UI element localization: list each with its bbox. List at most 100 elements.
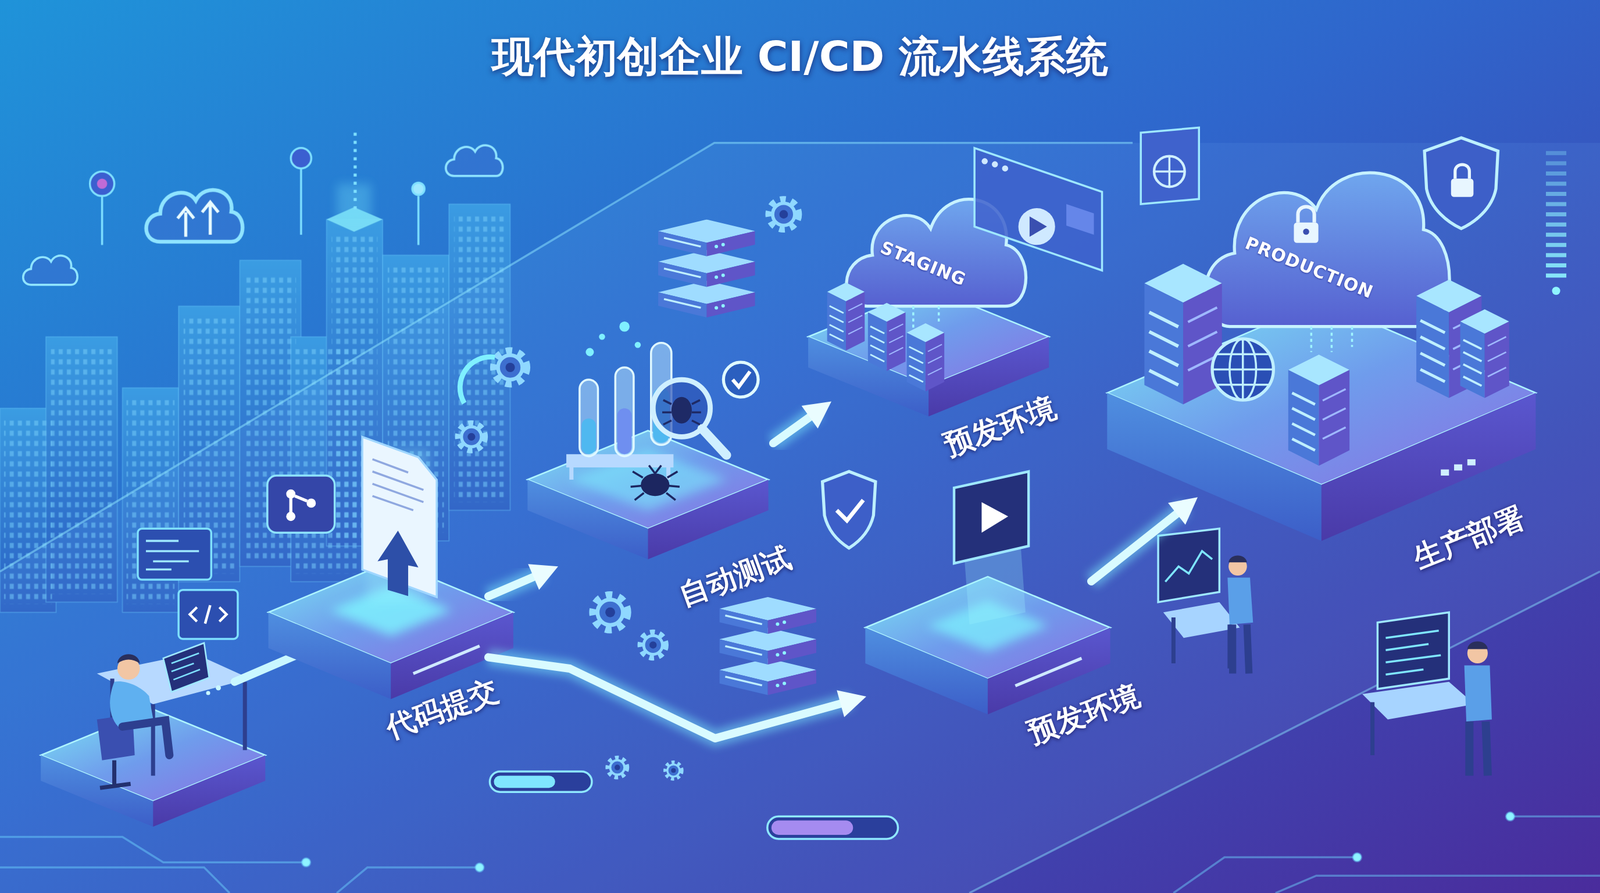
test-platform-art xyxy=(662,400,702,425)
test-platform-art xyxy=(630,465,680,500)
test-platform-art xyxy=(494,351,527,384)
staging-platform: 预发环境STAGING xyxy=(831,174,1076,454)
commit-platform-art xyxy=(377,530,419,596)
operator-desk xyxy=(1372,702,1470,756)
production-art xyxy=(1552,286,1561,295)
test-platform-art xyxy=(598,333,606,341)
production-art xyxy=(1545,151,1567,156)
operator-console xyxy=(1165,551,1213,582)
production-art xyxy=(1451,178,1474,198)
test-platform-art xyxy=(458,423,485,450)
developer-arrow xyxy=(215,685,221,691)
test-platform-art xyxy=(702,428,727,456)
developer-desk xyxy=(171,652,200,680)
circuit-traces xyxy=(0,812,1600,893)
walkway-band xyxy=(0,143,1600,893)
staging-lower-art xyxy=(865,471,1110,715)
staging-lower-art xyxy=(981,502,1009,534)
shield-check xyxy=(822,471,876,549)
production-art xyxy=(1545,263,1567,268)
operator-desk xyxy=(1362,612,1492,776)
diagram-title: 现代初创企业 CI/CD 流水线系统 xyxy=(0,29,1600,85)
flow-arrow xyxy=(773,401,832,444)
test-platform-art xyxy=(619,321,630,332)
commit-platform-art xyxy=(306,498,316,509)
test-platform-art xyxy=(634,341,642,349)
production-art xyxy=(1545,181,1567,186)
production-art xyxy=(1545,191,1567,196)
flow-arrow xyxy=(1091,497,1198,582)
cloud-icons xyxy=(145,190,243,242)
cloud-icons xyxy=(177,202,219,238)
staging-upper-art xyxy=(1029,216,1048,237)
production-art xyxy=(1545,222,1567,227)
staging-upper-art xyxy=(981,158,988,165)
production-art xyxy=(1454,464,1463,471)
test-platform-art xyxy=(459,356,495,404)
production-art xyxy=(1545,273,1567,278)
code-panels xyxy=(137,528,238,639)
arrow-glow xyxy=(1091,506,1185,582)
city-skyline xyxy=(336,183,372,221)
stage-label: 自动测试 xyxy=(675,541,796,612)
operator-console xyxy=(1173,617,1230,669)
production-art xyxy=(1545,151,1567,296)
cloud-icons xyxy=(23,255,78,285)
developer-arrow xyxy=(206,690,211,695)
production-art xyxy=(1154,156,1185,188)
server-stacks xyxy=(593,595,627,630)
progress-bars xyxy=(767,816,899,839)
cloud-label: STAGING xyxy=(877,237,970,290)
production-art xyxy=(1467,459,1476,466)
production-art xyxy=(1545,252,1567,257)
developer-desk xyxy=(117,654,141,664)
production-art xyxy=(1212,338,1274,400)
developer-desk xyxy=(163,643,210,692)
pin-markers xyxy=(412,182,425,195)
circuit-traces xyxy=(0,867,230,893)
production-art xyxy=(1205,172,1450,327)
arrow-head xyxy=(1168,497,1198,525)
production-art xyxy=(1106,127,1567,541)
operator-console xyxy=(1232,624,1249,674)
operator-desk xyxy=(1385,630,1441,675)
test-platform-art xyxy=(640,473,670,497)
cloud-icons xyxy=(23,145,503,285)
operator-console xyxy=(1228,555,1248,563)
stage-label: 预发环境 xyxy=(940,391,1061,462)
circuit-traces xyxy=(336,867,480,893)
test-platform-art xyxy=(585,348,594,357)
staging-upper-art xyxy=(1002,165,1009,172)
production-platform: 生产部署PRODUCTION xyxy=(1197,145,1559,564)
production-art xyxy=(1545,171,1567,176)
commit-platform-art xyxy=(413,645,480,674)
commit-platform-art xyxy=(372,459,424,511)
production-art xyxy=(1293,222,1319,244)
production-art xyxy=(1440,469,1449,476)
stage-label: 代码提交 xyxy=(381,674,503,745)
flow-arrow xyxy=(488,657,867,739)
walkway-band xyxy=(0,143,1600,893)
operator-desk xyxy=(1467,641,1488,649)
production-art xyxy=(1229,338,1257,400)
pin-markers xyxy=(101,194,104,246)
arrow-head xyxy=(836,690,867,717)
developer-desk xyxy=(40,643,266,827)
test-platform-art xyxy=(458,321,769,560)
developer-desk xyxy=(100,760,131,788)
progress-bars xyxy=(489,771,592,792)
staging-upper-art xyxy=(991,161,999,168)
test-platform-art xyxy=(723,362,759,398)
operator-console xyxy=(1158,528,1253,674)
server-stacks xyxy=(769,200,799,230)
commit-platform-art xyxy=(267,475,335,533)
circuit-traces xyxy=(1510,815,1600,819)
test-platform-art xyxy=(581,418,596,455)
staging-lower-art xyxy=(1015,658,1082,686)
code-panels xyxy=(145,540,199,570)
production-art xyxy=(1297,206,1314,223)
pin-markers xyxy=(97,178,108,189)
